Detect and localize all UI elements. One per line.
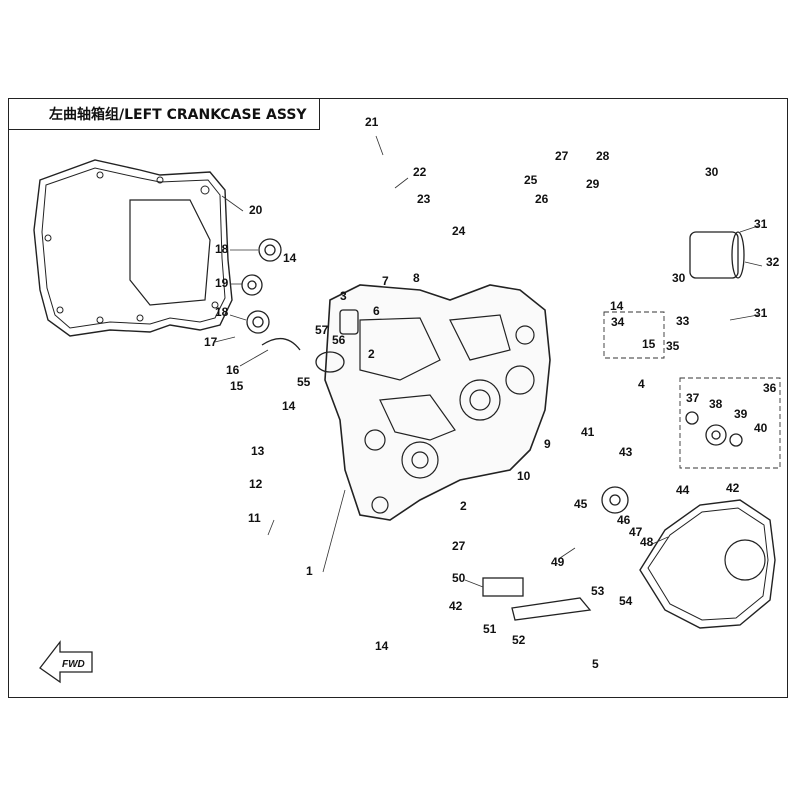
callout-5: 5 bbox=[592, 657, 599, 671]
callout-28: 28 bbox=[596, 149, 610, 163]
callout-11: 11 bbox=[248, 511, 261, 525]
callout-42: 42 bbox=[449, 599, 463, 613]
callout-52: 52 bbox=[512, 633, 526, 647]
callout-48: 48 bbox=[640, 535, 654, 549]
callout-38: 38 bbox=[709, 397, 723, 411]
callout-29: 29 bbox=[586, 177, 600, 191]
callout-19: 19 bbox=[215, 276, 229, 290]
callout-30: 30 bbox=[705, 165, 719, 179]
callout-53: 53 bbox=[591, 584, 605, 598]
callout-42: 42 bbox=[726, 481, 740, 495]
fwd-label: FWD bbox=[62, 659, 85, 670]
callout-44: 44 bbox=[676, 483, 690, 497]
callout-33: 33 bbox=[676, 314, 690, 328]
callout-10: 10 bbox=[517, 469, 531, 483]
callout-41: 41 bbox=[581, 425, 595, 439]
callout-2: 2 bbox=[368, 347, 375, 361]
gasket-left bbox=[33, 159, 233, 337]
callout-16: 16 bbox=[226, 363, 240, 377]
callout-30: 30 bbox=[672, 271, 686, 285]
callout-22: 22 bbox=[413, 165, 427, 179]
callout-8: 8 bbox=[413, 271, 420, 285]
callout-14: 14 bbox=[283, 251, 297, 265]
callout-15: 15 bbox=[642, 337, 656, 351]
callout-23: 23 bbox=[417, 192, 431, 206]
callout-57: 57 bbox=[315, 323, 329, 337]
callout-49: 49 bbox=[551, 555, 565, 569]
callout-34: 34 bbox=[611, 315, 625, 329]
callout-15: 15 bbox=[230, 379, 244, 393]
callout-9: 9 bbox=[544, 437, 551, 451]
callout-6: 6 bbox=[373, 304, 380, 318]
diagram-title: 左曲轴箱组/LEFT CRANKCASE ASSY bbox=[8, 98, 320, 130]
callout-14: 14 bbox=[282, 399, 296, 413]
callout-32: 32 bbox=[766, 255, 780, 269]
callout-7: 7 bbox=[382, 274, 389, 288]
diagram-frame bbox=[8, 98, 788, 698]
callout-2: 2 bbox=[460, 499, 467, 513]
callout-13: 13 bbox=[251, 444, 265, 458]
callout-18: 18 bbox=[215, 305, 229, 319]
callout-20: 20 bbox=[249, 203, 263, 217]
callout-17: 17 bbox=[204, 335, 218, 349]
fwd-arrow: FWD bbox=[39, 640, 93, 684]
callout-43: 43 bbox=[619, 445, 633, 459]
callout-47: 47 bbox=[629, 525, 643, 539]
callout-45: 45 bbox=[574, 497, 588, 511]
callout-4: 4 bbox=[638, 377, 645, 391]
callout-46: 46 bbox=[617, 513, 631, 527]
callout-54: 54 bbox=[619, 594, 633, 608]
callout-24: 24 bbox=[452, 224, 466, 238]
callout-27: 27 bbox=[452, 539, 466, 553]
callout-1: 1 bbox=[306, 564, 313, 578]
callout-40: 40 bbox=[754, 421, 768, 435]
callout-25: 25 bbox=[524, 173, 538, 187]
callout-12: 12 bbox=[249, 477, 263, 491]
callout-27: 27 bbox=[555, 149, 569, 163]
crankcase-body bbox=[324, 284, 551, 521]
callout-3: 3 bbox=[340, 289, 347, 303]
callout-56: 56 bbox=[332, 333, 346, 347]
gasket-right bbox=[639, 499, 776, 629]
callout-21: 21 bbox=[365, 115, 379, 129]
callout-14: 14 bbox=[375, 639, 389, 653]
callout-37: 37 bbox=[686, 391, 700, 405]
callout-39: 39 bbox=[734, 407, 748, 421]
callout-36: 36 bbox=[763, 381, 777, 395]
callout-14: 14 bbox=[610, 299, 624, 313]
callout-18: 18 bbox=[215, 242, 229, 256]
callout-35: 35 bbox=[666, 339, 680, 353]
callout-51: 51 bbox=[483, 622, 497, 636]
callout-26: 26 bbox=[535, 192, 549, 206]
callout-31: 31 bbox=[754, 217, 768, 231]
callout-50: 50 bbox=[452, 571, 466, 585]
callout-55: 55 bbox=[297, 375, 311, 389]
callout-31: 31 bbox=[754, 306, 768, 320]
